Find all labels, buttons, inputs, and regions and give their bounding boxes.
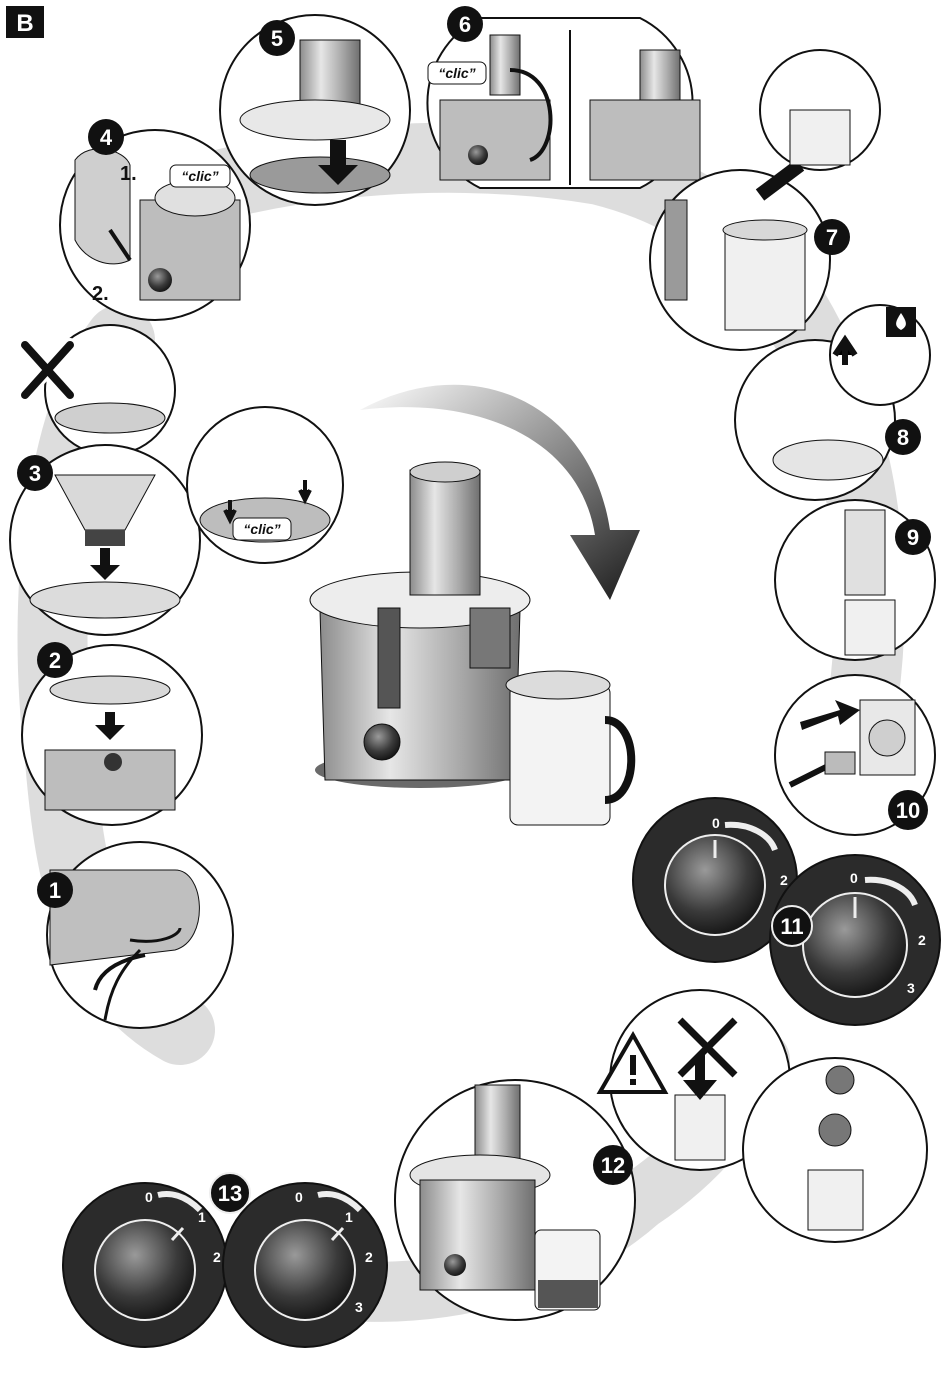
water-drop-icon — [886, 307, 916, 337]
step-13-dial-a-zero: 0 — [145, 1189, 153, 1205]
step-12-number: 12 — [601, 1153, 625, 1178]
step-13-dial-a-one: 1 — [198, 1209, 206, 1225]
curved-arrow-icon — [360, 385, 640, 600]
step-4-clic-text: “clic” — [181, 168, 218, 184]
step-4-number: 4 — [100, 125, 113, 150]
step-1-number: 1 — [49, 878, 61, 903]
step-11-dial-a-zero: 0 — [712, 815, 720, 831]
step-11-number: 11 — [780, 914, 803, 939]
step-13-dial-b-two: 2 — [365, 1249, 373, 1265]
step-11-dial-a-two: 2 — [780, 872, 788, 888]
step-13-number: 13 — [218, 1181, 242, 1206]
step-4-sub2: 2. — [92, 283, 109, 305]
step-7-number: 7 — [826, 225, 838, 250]
central-juicer — [310, 462, 631, 825]
step-12-juicing-panel — [395, 1080, 635, 1320]
step-10-number: 10 — [896, 798, 920, 823]
step-3-clic-text: “clic” — [243, 521, 280, 537]
step-6-clic-text: “clic” — [438, 65, 475, 81]
speed-knob — [364, 724, 400, 760]
step-13-dial-b — [223, 1183, 387, 1347]
step-13-dial-a — [63, 1183, 227, 1347]
step-5-panel — [220, 15, 410, 205]
step-6-number: 6 — [459, 12, 471, 37]
step-5-number: 5 — [271, 26, 283, 51]
step-6-panel — [427, 18, 700, 188]
step-8-number: 8 — [897, 425, 909, 450]
figure-label: B — [16, 10, 33, 37]
step-2-number: 2 — [49, 648, 61, 673]
step-3-number: 3 — [29, 461, 41, 486]
step-13-dial-b-zero: 0 — [295, 1189, 303, 1205]
step-4-panel — [60, 130, 250, 320]
step-13-dial-b-one: 1 — [345, 1209, 353, 1225]
step-12-fruit-panel — [743, 1058, 927, 1242]
step-11-dial-b-three: 3 — [907, 980, 915, 996]
step-11-dial-b-two: 2 — [918, 932, 926, 948]
step-9-number: 9 — [907, 525, 919, 550]
step-4-sub1: 1. — [120, 163, 137, 185]
step-13-dial-a-two: 2 — [213, 1249, 221, 1265]
step-11-dial-b-zero: 0 — [850, 870, 858, 886]
step-1-panel — [47, 842, 233, 1028]
step-13-dial-b-three: 3 — [355, 1299, 363, 1315]
